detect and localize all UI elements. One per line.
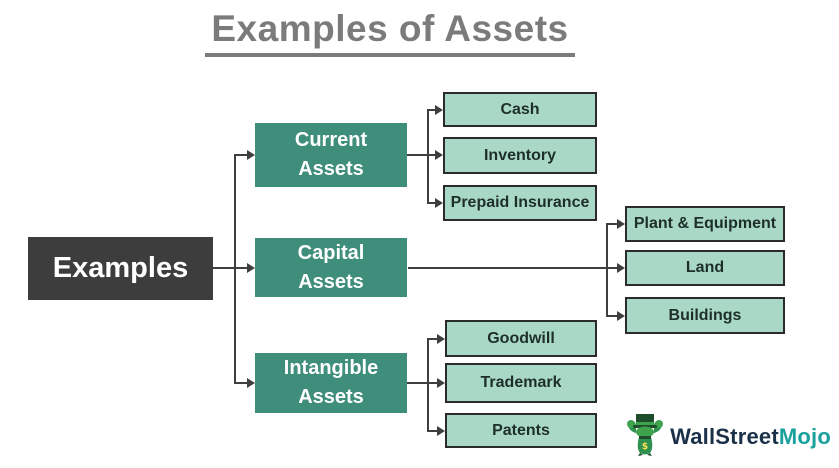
connector-to-buildings — [606, 315, 618, 317]
connector-current-trunk — [427, 109, 429, 204]
connector-capital-trunk — [606, 223, 608, 316]
connector-to-inventory — [427, 154, 436, 156]
node-goodwill: Goodwill — [445, 320, 597, 357]
node-trademark: Trademark — [445, 363, 597, 403]
node-prepaid-insurance: Prepaid Insurance — [443, 185, 597, 221]
node-trademark-label: Trademark — [480, 374, 562, 391]
arrowhead-to-intangible — [247, 378, 255, 388]
brand-wallstreet: WallStreet — [670, 423, 779, 449]
arrowhead-to-prepaid — [435, 198, 443, 208]
connector-capital-out — [408, 267, 608, 269]
arrowhead-to-trademark — [437, 378, 445, 388]
node-intangible-assets: Intangible Assets — [255, 353, 407, 413]
node-examples-label: Examples — [52, 252, 189, 284]
arrowhead-to-goodwill — [437, 334, 445, 344]
node-plant-equipment-label: Plant & Equipment — [633, 215, 777, 232]
brand-wordmark: WallStreetMojo — [670, 424, 831, 450]
arrowhead-to-cash — [435, 105, 443, 115]
connector-to-trademark — [427, 382, 438, 384]
arrowhead-to-current — [247, 150, 255, 160]
node-intangible-assets-line2: Assets — [298, 386, 364, 408]
connector-to-land — [606, 267, 618, 269]
node-buildings-label: Buildings — [668, 306, 742, 324]
node-goodwill-label: Goodwill — [487, 329, 555, 347]
node-cash-label: Cash — [500, 100, 540, 118]
node-land-label: Land — [685, 259, 725, 276]
connector-to-patents — [427, 430, 438, 432]
connector-intangible-out — [407, 382, 428, 384]
connector-to-current — [234, 154, 248, 156]
title-container: Examples of Assets — [0, 8, 780, 57]
node-buildings: Buildings — [625, 297, 785, 334]
node-current-assets: Current Assets — [255, 123, 407, 187]
node-capital-assets-line2: Assets — [298, 270, 364, 293]
arrowhead-to-plant — [617, 219, 625, 229]
node-intangible-assets-line1: Intangible — [283, 357, 379, 379]
connector-to-goodwill — [427, 338, 438, 340]
node-prepaid-insurance-label: Prepaid Insurance — [450, 194, 590, 211]
arrowhead-to-land — [617, 263, 625, 273]
node-patents-label: Patents — [492, 421, 550, 439]
connector-to-intangible — [234, 382, 248, 384]
arrowhead-to-capital — [247, 263, 255, 273]
node-inventory: Inventory — [443, 137, 597, 174]
arrowhead-to-inventory — [435, 150, 443, 160]
connector-intangible-trunk — [427, 338, 429, 431]
connector-to-prepaid — [427, 202, 436, 204]
connector-to-plant — [606, 223, 618, 225]
node-patents: Patents — [445, 413, 597, 448]
node-land: Land — [625, 250, 785, 286]
node-plant-equipment: Plant & Equipment — [625, 206, 785, 242]
svg-text:$: $ — [642, 442, 648, 452]
node-inventory-label: Inventory — [483, 146, 556, 164]
node-capital-assets: Capital Assets — [255, 238, 407, 297]
page-title: Examples of Assets — [205, 8, 575, 57]
wallstreetmojo-logo: $ WallStreetMojo — [624, 411, 831, 462]
bull-mascot-icon: $ — [624, 411, 666, 462]
node-cash: Cash — [443, 92, 597, 127]
node-capital-assets-line1: Capital — [297, 241, 365, 264]
connector-to-cash — [427, 109, 436, 111]
node-current-assets-line2: Assets — [298, 158, 364, 180]
arrowhead-to-patents — [437, 426, 445, 436]
brand-mojo: Mojo — [778, 423, 831, 449]
node-current-assets-line1: Current — [294, 129, 368, 151]
connector-to-capital — [234, 267, 248, 269]
connector-root-out — [213, 267, 236, 269]
node-examples: Examples — [28, 237, 213, 300]
arrowhead-to-buildings — [617, 311, 625, 321]
connector-current-out — [407, 154, 428, 156]
